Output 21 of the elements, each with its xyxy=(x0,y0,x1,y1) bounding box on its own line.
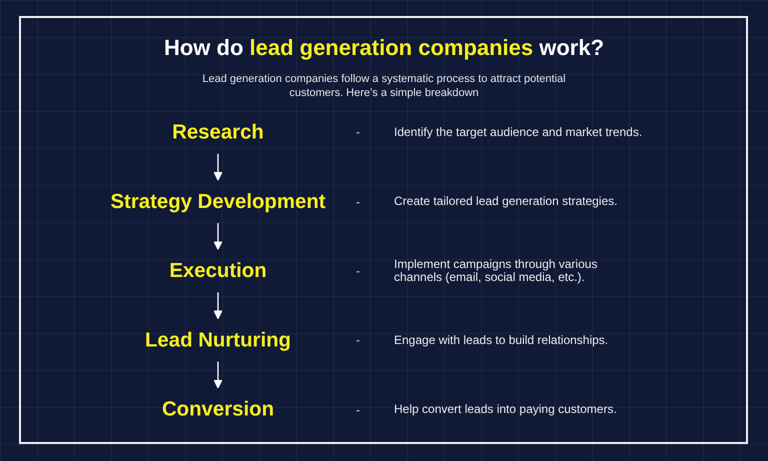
step-description: Create tailored lead generation strategies. xyxy=(394,195,618,208)
step-description: Implement campaigns through various channels (email, social media, etc.). xyxy=(394,258,598,284)
separator-dash: - xyxy=(356,403,360,417)
step-description: Engage with leads to build relationships. xyxy=(394,334,608,347)
step-label: Lead Nurturing xyxy=(145,329,291,352)
separator-dash: - xyxy=(356,264,360,278)
step-label: Research xyxy=(172,121,264,144)
arrow xyxy=(214,154,222,181)
step-label: Strategy Development xyxy=(110,190,326,213)
arrow xyxy=(214,223,222,250)
separator-dash: - xyxy=(356,195,360,209)
separator-dash: - xyxy=(356,333,360,347)
subtitle: Lead generation companies follow a systematic process to attract potential customers. Here’s a simple breakdown xyxy=(201,72,567,100)
title: How do lead generation companies work? xyxy=(164,35,604,61)
arrow xyxy=(214,362,222,389)
step-label: Conversion xyxy=(162,398,274,421)
arrow xyxy=(214,292,222,320)
separator-dash: - xyxy=(356,125,360,139)
step-label: Execution xyxy=(169,260,267,282)
step-description: Help convert leads into paying customers. xyxy=(394,403,617,416)
step-description: Identify the target audience and market trends. xyxy=(394,126,642,139)
